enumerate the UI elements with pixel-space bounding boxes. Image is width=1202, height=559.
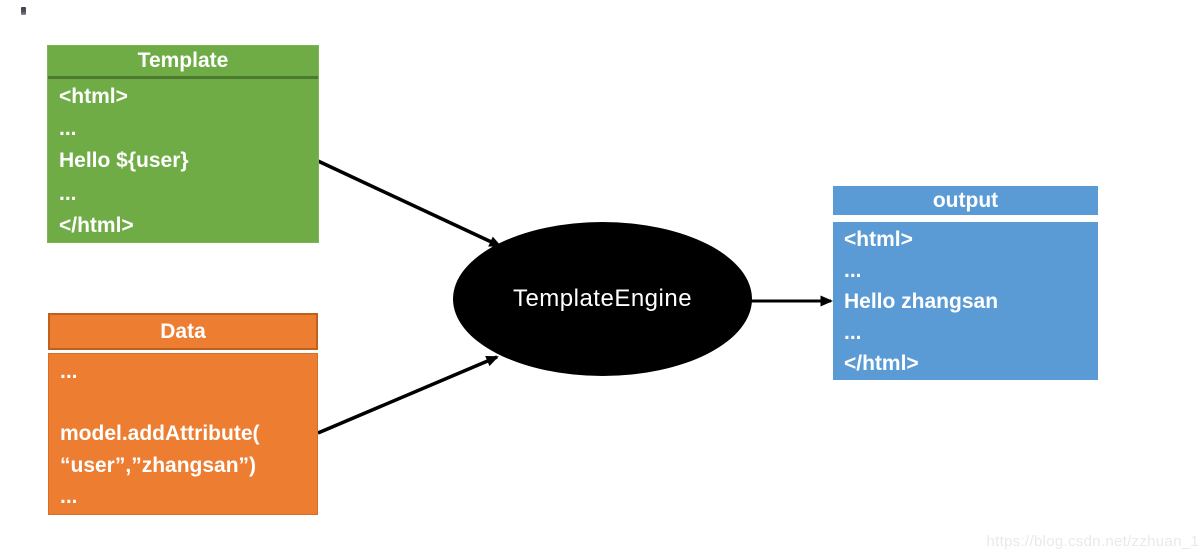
output-code-line: Hello zhangsan [844, 290, 999, 313]
output-box-code: <html> ... Hello zhangsan ... </html> [833, 222, 1098, 380]
data-code-line: “user”,”zhangsan”) [60, 453, 257, 477]
cursor-artifact [21, 7, 26, 15]
template-box: Template <html> ... Hello ${user} ... </… [47, 45, 319, 243]
template-box-code: <html> ... Hello ${user} ... </html> [48, 79, 318, 242]
template-code-line: ... [59, 181, 77, 205]
output-code-line: </html> [844, 352, 919, 376]
data-code-line [60, 387, 317, 418]
output-box-title: output [833, 186, 1098, 215]
template-code-line: <html> [59, 85, 128, 109]
template-engine-ellipse: TemplateEngine [453, 222, 752, 376]
data-code-line: ... [60, 359, 78, 383]
data-code-line: ... [60, 485, 78, 509]
arrow-data-to-engine [317, 355, 499, 435]
template-code-line: </html> [59, 213, 134, 237]
output-code-line: ... [844, 258, 862, 282]
data-box-title: Data [48, 313, 318, 350]
arrow-template-to-engine [317, 159, 502, 248]
template-box-title: Template [48, 46, 318, 79]
data-box-code: ... model.addAttribute( “user”,”zhangsan… [48, 353, 318, 515]
output-code-line: ... [844, 321, 862, 345]
template-engine-label: TemplateEngine [512, 285, 693, 312]
template-code-line: ... [59, 117, 77, 141]
output-code-line: <html> [844, 227, 913, 251]
template-code-line: Hello ${user} [59, 149, 189, 173]
watermark: https://blog.csdn.net/zzhuan_1 [986, 533, 1199, 550]
data-code-line: model.addAttribute( [60, 422, 260, 446]
